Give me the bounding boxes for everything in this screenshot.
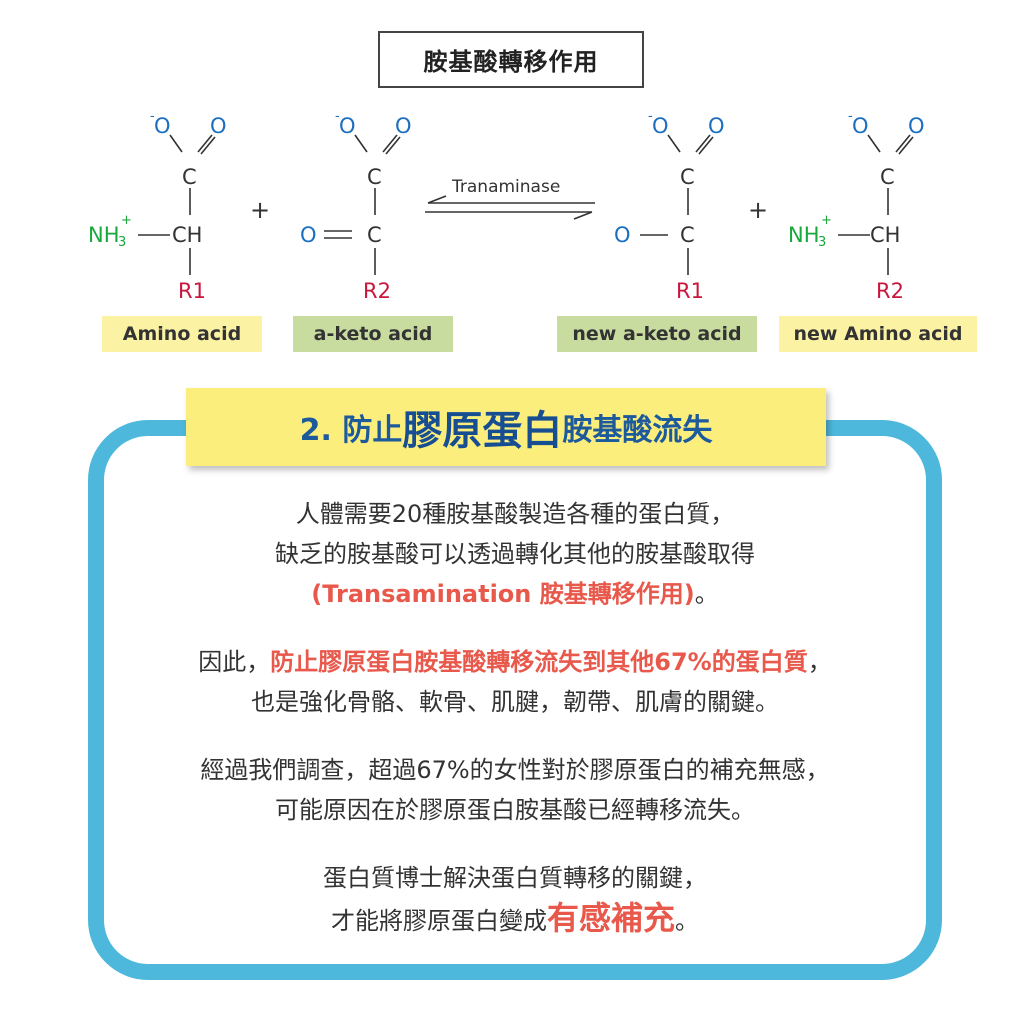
r2-group: R2 (876, 279, 904, 303)
oxygen-atom: O (852, 114, 869, 138)
paragraph-line: 因此，防止膠原蛋白胺基酸轉移流失到其他67%的蛋白質， (198, 648, 832, 676)
paragraph-line: 蛋白質博士解決蛋白質轉移的關鍵， (323, 864, 707, 892)
oxygen-atom: O (300, 223, 317, 247)
enzyme-label: Tranaminase (451, 177, 560, 197)
oxygen-atom: O (908, 114, 925, 138)
carbon-atom: C (680, 165, 695, 189)
banner-suffix: 胺基酸流失 (562, 413, 713, 448)
paragraph-line: 也是強化骨骼、軟骨、肌腱，韌帶、肌膚的關鍵。 (251, 688, 779, 716)
nh3-group: NH (88, 223, 120, 247)
paragraph-2: 因此，防止膠原蛋白胺基酸轉移流失到其他67%的蛋白質， 也是強化骨骼、軟骨、肌腱… (110, 642, 920, 722)
oxygen-minus-charge: - (848, 109, 853, 124)
plus-sign: + (748, 196, 768, 224)
paragraph-line: 可能原因在於膠原蛋白胺基酸已經轉移流失。 (275, 796, 755, 824)
paragraph-line: 人體需要20種胺基酸製造各種的蛋白質， (295, 500, 735, 528)
transamination-highlight: (Transamination 胺基轉移作用) (311, 580, 695, 608)
oxygen-atom: O (708, 114, 725, 138)
oxygen-minus-charge: - (150, 109, 155, 124)
page-title: 胺基酸轉移作用 (423, 48, 599, 76)
carbon-atom: C (367, 165, 382, 189)
paragraph-1: 人體需要20種胺基酸製造各種的蛋白質， 缺乏的胺基酸可以透過轉化其他的胺基酸取得… (110, 494, 920, 614)
plus-sign: + (250, 196, 270, 224)
paragraph-3: 經過我們調查，超過67%的女性對於膠原蛋白的補充無感， 可能原因在於膠原蛋白胺基… (110, 750, 920, 830)
a-keto-acid-label: a-keto acid (293, 316, 453, 352)
nh3-subscript: 3 (818, 235, 826, 250)
r1-group: R1 (676, 279, 704, 303)
section-banner: 2. 防止膠原蛋白胺基酸流失 (186, 388, 826, 466)
new-a-keto-acid-label: new a-keto acid (557, 316, 757, 352)
paragraph-line: (Transamination 胺基轉移作用)。 (311, 580, 719, 608)
effective-supplement-highlight: 有感補充 (546, 899, 675, 937)
oxygen-atom: O (339, 114, 356, 138)
ch-group: CH (870, 223, 900, 247)
carbon-atom: C (367, 223, 382, 247)
nh3-charge: + (821, 213, 832, 228)
oxygen-atom: O (395, 114, 412, 138)
paragraph-line: 缺乏的胺基酸可以透過轉化其他的胺基酸取得 (275, 540, 755, 568)
carbon-atom: C (182, 165, 197, 189)
transamination-reaction-diagram: - O O C NH 3 + CH R1 + - O O C O C R2 Tr… (88, 109, 925, 303)
oxygen-atom: O (652, 114, 669, 138)
oxygen-minus-charge: - (335, 109, 340, 124)
oxygen-atom: O (210, 114, 227, 138)
nh3-group: NH (788, 223, 820, 247)
collagen-loss-highlight: 防止膠原蛋白胺基酸轉移流失到其他67%的蛋白質 (270, 648, 808, 676)
amino-acid-label: Amino acid (102, 316, 262, 352)
paragraph-line: 才能將膠原蛋白變成有感補充。 (330, 899, 699, 937)
r2-group: R2 (363, 279, 391, 303)
nh3-subscript: 3 (118, 235, 126, 250)
paragraph-line: 經過我們調查，超過67%的女性對於膠原蛋白的補充無感， (200, 756, 830, 784)
carbon-atom: C (680, 223, 695, 247)
new-amino-acid-label: new Amino acid (779, 316, 977, 352)
paragraph-4: 蛋白質博士解決蛋白質轉移的關鍵， 才能將膠原蛋白變成有感補充。 (110, 858, 920, 941)
ch-group: CH (172, 223, 202, 247)
banner-prefix: 2. 防止 (299, 413, 403, 448)
oxygen-minus-charge: - (648, 109, 653, 124)
oxygen-atom: O (154, 114, 171, 138)
carbon-atom: C (880, 165, 895, 189)
nh3-charge: + (121, 213, 132, 228)
r1-group: R1 (178, 279, 206, 303)
title-box: 胺基酸轉移作用 (378, 31, 644, 88)
oxygen-atom: O (614, 223, 631, 247)
banner-highlight: 膠原蛋白 (402, 408, 563, 454)
